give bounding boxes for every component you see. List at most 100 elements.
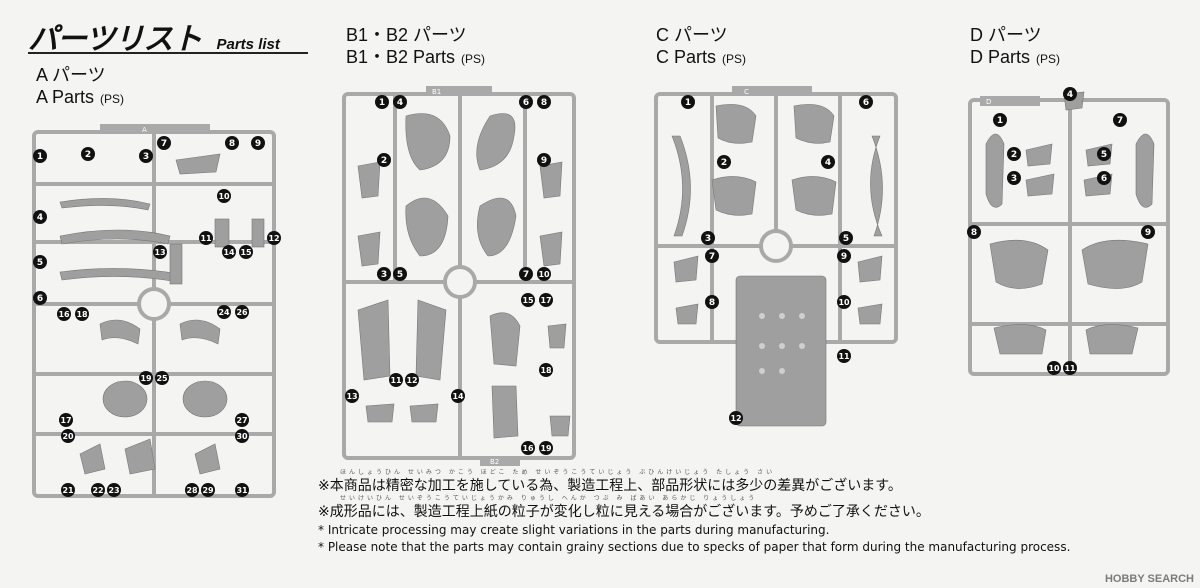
runner-b-material: (PS) — [461, 52, 486, 66]
svg-text:12: 12 — [406, 376, 417, 385]
svg-text:6: 6 — [523, 98, 529, 108]
svg-text:10: 10 — [838, 298, 850, 307]
part-marker: 12 — [729, 411, 743, 425]
part-marker: 1 — [681, 95, 695, 109]
part-marker: 3 — [377, 267, 391, 281]
part-marker: 6 — [1097, 171, 1111, 185]
runner-d-name-en: D Parts — [970, 47, 1031, 67]
part-marker: 6 — [859, 95, 873, 109]
svg-text:10: 10 — [218, 192, 230, 201]
svg-text:8: 8 — [541, 98, 547, 108]
svg-text:4: 4 — [397, 98, 403, 108]
svg-text:1: 1 — [685, 98, 691, 108]
part-marker: 14 — [451, 389, 465, 403]
part-marker: 22 — [91, 483, 105, 497]
svg-text:11: 11 — [390, 376, 402, 385]
svg-text:29: 29 — [202, 486, 214, 495]
svg-text:21: 21 — [62, 486, 74, 495]
svg-text:2: 2 — [381, 156, 387, 166]
runner-d-material: (PS) — [1036, 52, 1061, 66]
runner-c-name-en: C Parts — [656, 47, 717, 67]
part-marker: 16 — [57, 307, 71, 321]
svg-text:3: 3 — [1011, 174, 1017, 184]
svg-text:16: 16 — [522, 444, 534, 453]
watermark-logo: HOBBY SEARCH — [1104, 573, 1194, 585]
svg-text:7: 7 — [161, 139, 167, 149]
part-marker: 31 — [235, 483, 249, 497]
svg-text:23: 23 — [108, 486, 119, 495]
part-marker: 23 — [107, 483, 121, 497]
part-marker: 27 — [235, 413, 249, 427]
svg-text:3: 3 — [143, 152, 149, 162]
runner-b-name-jp: B1・B2 パーツ — [346, 25, 467, 45]
svg-text:22: 22 — [92, 486, 103, 495]
part-marker: 18 — [75, 307, 89, 321]
part-marker: 19 — [139, 371, 153, 385]
svg-text:16: 16 — [58, 310, 70, 319]
svg-text:8: 8 — [229, 139, 235, 149]
svg-text:8: 8 — [971, 228, 977, 238]
part-marker: 25 — [155, 371, 169, 385]
part-marker: 4 — [1063, 87, 1077, 101]
note-en-1: * Intricate processing may create slight… — [318, 523, 830, 537]
svg-text:11: 11 — [200, 234, 212, 243]
part-marker: 10 — [837, 295, 851, 309]
svg-text:7: 7 — [709, 252, 715, 262]
part-marker: 2 — [81, 147, 95, 161]
part-marker: 24 — [217, 305, 231, 319]
part-marker: 7 — [519, 267, 533, 281]
runner-c-label: C パーツ C Parts(PS) — [656, 24, 746, 70]
runner-b-diagram: B1 B2 1 2 3 4 5 6 7 8 9 10 11 12 13 14 1… — [342, 86, 576, 466]
runner-b1-tag: B1 — [432, 88, 441, 96]
part-marker: 5 — [1097, 147, 1111, 161]
svg-text:17: 17 — [60, 416, 71, 425]
part-marker: 7 — [705, 249, 719, 263]
part-marker: 9 — [837, 249, 851, 263]
svg-text:5: 5 — [843, 234, 849, 244]
part-marker: 3 — [701, 231, 715, 245]
svg-text:28: 28 — [186, 486, 198, 495]
svg-text:11: 11 — [1064, 364, 1076, 373]
part-marker: 17 — [59, 413, 73, 427]
title-underline — [28, 52, 308, 54]
svg-text:17: 17 — [540, 296, 551, 305]
svg-text:14: 14 — [452, 392, 464, 401]
svg-text:10: 10 — [1048, 364, 1060, 373]
part-marker: 5 — [33, 255, 47, 269]
svg-text:1: 1 — [997, 116, 1003, 126]
part-marker: 7 — [157, 136, 171, 150]
svg-text:5: 5 — [397, 270, 403, 280]
svg-text:19: 19 — [140, 374, 152, 383]
title-japanese: パーツリスト — [28, 22, 202, 57]
part-marker: 3 — [139, 149, 153, 163]
runner-c-numbers: 1 2 3 4 5 6 7 8 9 10 11 12 — [681, 95, 873, 425]
svg-text:1: 1 — [37, 152, 43, 162]
manufacturing-notes: ほんしょうひん せいみつ かこう ほどこ ため せいぞうこうていじょう ぶひんけ… — [318, 469, 1178, 556]
svg-text:4: 4 — [825, 158, 831, 168]
runner-b-label: B1・B2 パーツ B1・B2 Parts(PS) — [346, 24, 485, 70]
svg-text:9: 9 — [541, 156, 547, 166]
part-marker: 5 — [839, 231, 853, 245]
svg-text:12: 12 — [268, 234, 279, 243]
part-marker: 3 — [1007, 171, 1021, 185]
runner-c-material: (PS) — [722, 52, 747, 66]
svg-text:2: 2 — [721, 158, 727, 168]
svg-text:2: 2 — [85, 150, 91, 160]
runner-c-diagram: C 1 2 3 4 5 6 7 8 9 10 11 12 — [654, 86, 898, 427]
part-marker: 7 — [1113, 113, 1127, 127]
part-marker: 2 — [377, 153, 391, 167]
part-marker: 16 — [521, 441, 535, 455]
part-marker: 9 — [251, 136, 265, 150]
svg-text:24: 24 — [218, 308, 230, 317]
title-english: Parts list — [216, 36, 280, 53]
part-marker: 28 — [185, 483, 199, 497]
svg-text:9: 9 — [841, 252, 847, 262]
part-marker: 12 — [267, 231, 281, 245]
svg-text:4: 4 — [37, 213, 43, 223]
part-marker: 26 — [235, 305, 249, 319]
parts-list-title: パーツリスト Parts list — [28, 14, 280, 58]
svg-text:20: 20 — [62, 432, 74, 441]
svg-text:15: 15 — [522, 296, 534, 305]
part-marker: 11 — [1063, 361, 1077, 375]
part-marker: 11 — [389, 373, 403, 387]
